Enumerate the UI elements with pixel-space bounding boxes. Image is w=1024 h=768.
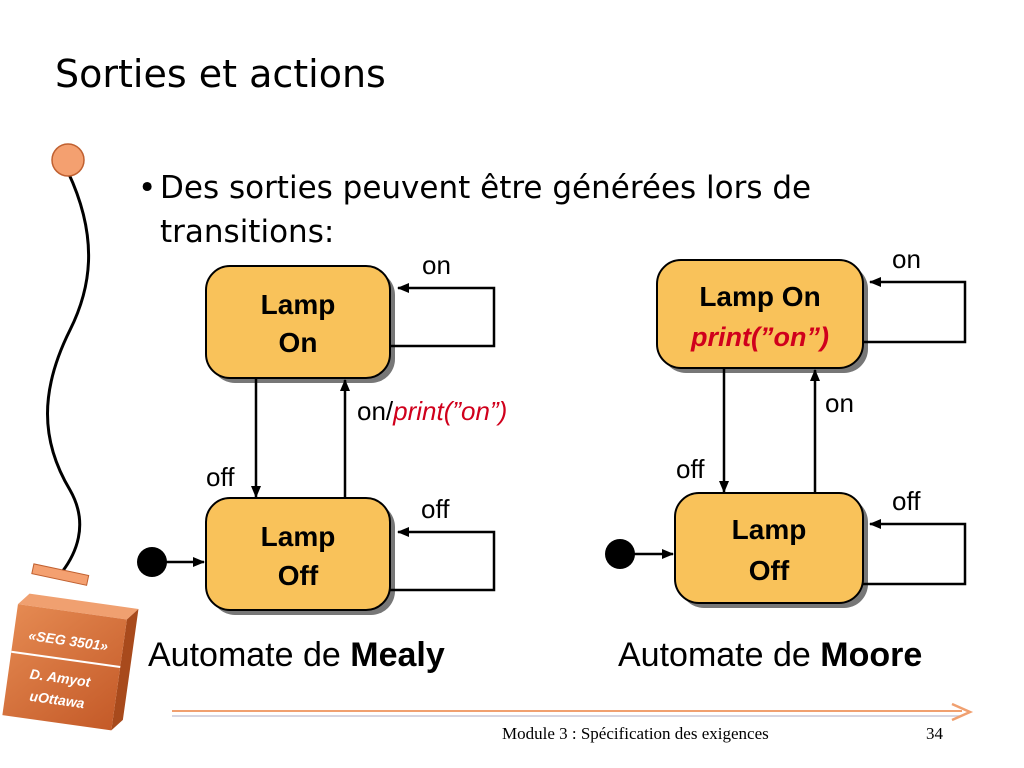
mealy-self-off-label: off [421, 494, 450, 524]
moore-state-on-name: Lamp On [699, 281, 820, 312]
pole-base-icon [31, 563, 90, 586]
moore-caption: Automate de Moore [618, 636, 922, 674]
moore-state-off-line1: Lamp [732, 514, 807, 545]
decorative-pole [31, 143, 91, 586]
moore-state-lamp-off [674, 492, 864, 604]
bullet-point: • Des sorties peuvent être générées lors… [138, 166, 978, 254]
moore-self-on-label: on [892, 244, 921, 274]
footer-rule [172, 702, 974, 722]
mealy-self-loop-on [390, 283, 496, 348]
mealy-off-label: off [206, 462, 235, 492]
mealy-state-on-line2: On [279, 327, 318, 358]
moore-diagram: Lamp On print(”on”) Lamp Off on off off … [605, 244, 967, 674]
mealy-state-on-line1: Lamp [261, 289, 336, 320]
bullet-text: Des sorties peuvent être générées lors d… [160, 170, 812, 250]
slide-title: Sorties et actions [55, 52, 386, 96]
moore-state-off-line2: Off [749, 555, 790, 586]
moore-initial-state [605, 539, 635, 569]
moore-state-on-action: print(”on”) [690, 322, 829, 352]
course-badge: «SEG 3501» D. Amyot uOttawa [2, 593, 139, 731]
bullet-dot: • [138, 170, 157, 206]
moore-state-lamp-on [656, 259, 864, 369]
moore-off-label: off [676, 454, 705, 484]
page-number: 34 [926, 724, 943, 743]
mealy-state-lamp-on [205, 265, 391, 379]
moore-self-loop-off [863, 519, 967, 586]
mealy-state-off-line2: Off [278, 560, 319, 591]
mealy-initial-state [137, 547, 167, 577]
moore-self-loop-on [863, 277, 967, 344]
mealy-state-lamp-off [205, 497, 391, 611]
mealy-state-off-line1: Lamp [261, 521, 336, 552]
mealy-on-label: on/print(”on”) [357, 396, 507, 426]
mealy-self-on-label: on [422, 250, 451, 280]
mealy-caption: Automate de Mealy [148, 636, 445, 674]
moore-on-label: on [825, 388, 854, 418]
mealy-self-loop-off [390, 527, 496, 592]
moore-self-off-label: off [892, 486, 921, 516]
pole-ball-icon [51, 143, 85, 177]
badge-line3: uOttawa [29, 688, 86, 712]
footer-text: Module 3 : Spécification des exigences [502, 724, 769, 743]
mealy-diagram: Lamp On Lamp Off on off off on/print(”on… [137, 250, 507, 674]
